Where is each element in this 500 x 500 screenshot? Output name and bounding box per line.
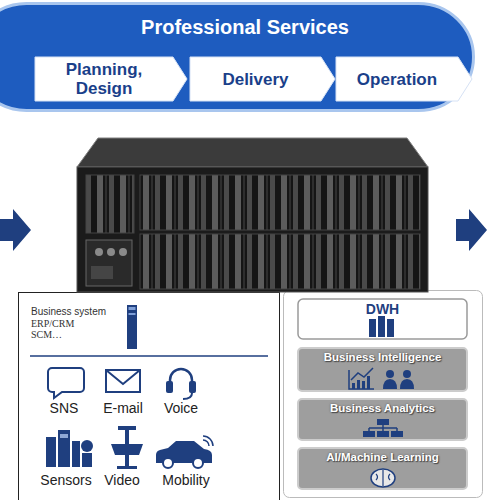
source-label: SNS: [34, 400, 94, 416]
box-label: Business Analytics: [297, 401, 468, 415]
flow-arrow: [0, 209, 31, 251]
box-shape: [298, 299, 467, 339]
band-title: Professional Services: [45, 15, 445, 39]
drive-bays: [140, 234, 420, 289]
brain-icon: [371, 469, 395, 487]
car-wheel: [193, 458, 203, 468]
sensor-icon: [72, 441, 80, 467]
server-icon-detail: [129, 307, 136, 310]
hierarchy-icon: [391, 431, 403, 437]
box-shape: [298, 399, 467, 440]
car-wheel: [163, 458, 173, 468]
analytics-box: AI/Machine Learning: [297, 447, 468, 490]
headset-mic: [183, 393, 192, 399]
panel-button: [107, 248, 115, 256]
person-icon: [386, 370, 394, 378]
mail-icon: [106, 370, 140, 392]
drive-bays: [86, 175, 134, 233]
server-top: [77, 138, 428, 167]
chart-trend: [351, 368, 373, 380]
sensor-icon-detail: [60, 434, 68, 438]
hierarchy-lines: [369, 425, 397, 431]
chart-bar: [352, 383, 355, 389]
camera-icon: [118, 426, 136, 430]
sensor-icon: [81, 440, 93, 452]
panel-button: [119, 248, 127, 256]
dwh-icon: [387, 319, 394, 337]
chart-bar: [357, 380, 360, 389]
source-label: Video: [92, 472, 152, 488]
headset-ear: [189, 381, 196, 393]
phase-label: Planning, Design: [39, 57, 169, 101]
phase-label: Operation: [340, 57, 454, 101]
sensor-icon: [46, 437, 56, 467]
brain-folds: [376, 470, 390, 486]
mail-icon-flap: [106, 370, 140, 384]
drive-bays: [140, 175, 420, 230]
panel-shape: [284, 291, 483, 498]
headset-ear: [166, 381, 173, 393]
service-band: Professional ServicesPlanning, Design Del…: [0, 2, 475, 112]
box-label: AI/Machine Learning: [297, 450, 468, 464]
hierarchy-icon: [363, 431, 375, 437]
box-shape: [298, 348, 467, 391]
chart-axes: [349, 370, 374, 389]
source-icons: [30, 305, 268, 469]
phase-arrow: Planning, Design: [35, 57, 187, 101]
source-label: E-mail: [88, 400, 158, 416]
source-label: Mobility: [146, 472, 226, 488]
server-icon-detail: [129, 313, 136, 315]
dwh-icon: [369, 319, 376, 337]
phase-arrow: Delivery: [190, 57, 335, 101]
car-icon: [156, 441, 212, 463]
source-label: Sensors: [26, 472, 106, 488]
sensor-icon: [58, 430, 70, 467]
headset-icon: [170, 369, 192, 386]
server-icon: [127, 305, 137, 349]
hierarchy-icon: [377, 419, 389, 425]
phase-shape: [190, 57, 335, 101]
analytics-box: Business Intelligence: [297, 347, 468, 392]
divider-line: [30, 355, 268, 357]
camera-icon: [117, 466, 137, 469]
sensor-icon: [82, 453, 92, 467]
band-shape: [0, 4, 474, 111]
person-icon: [403, 370, 411, 378]
source-label: Voice: [151, 400, 211, 416]
sns-icon: [48, 368, 84, 398]
analytics-icons: [349, 316, 414, 487]
person-icon: [400, 379, 414, 389]
camera-icon: [125, 455, 129, 467]
panel-shape: [19, 293, 280, 500]
camera-icon: [125, 430, 129, 444]
dwh-box: DWH: [297, 298, 468, 340]
server-illustration: [77, 138, 428, 292]
box-label: DWH: [297, 301, 468, 317]
phase-label: Delivery: [194, 57, 317, 101]
chart-bar: [367, 376, 370, 389]
source-label: Business system: [31, 306, 131, 317]
source-label: ERP/CRM SCM…: [31, 318, 81, 340]
person-icon: [383, 379, 397, 389]
chart-bar: [362, 381, 365, 389]
camera-icon: [111, 444, 143, 455]
panel-display: [91, 266, 113, 279]
flow-arrow: [456, 209, 487, 251]
box-label: Business Intelligence: [297, 350, 468, 364]
source-panel: Business systemERP/CRM SCM… SNSE-mailVoic…: [18, 292, 280, 500]
server-front: [77, 167, 428, 292]
phase-arrow: Operation: [336, 57, 472, 101]
panel-button: [95, 248, 103, 256]
analytics-panel: DWH Business IntelligenceBusiness Analyti…: [283, 290, 483, 498]
hierarchy-icon: [377, 431, 389, 437]
phase-shape: [336, 57, 472, 101]
control-panel: [86, 240, 132, 286]
phase-shape: [35, 57, 187, 101]
dwh-icon: [378, 316, 385, 337]
analytics-box: Business Analytics: [297, 398, 468, 441]
signal-waves: [203, 436, 213, 446]
box-shape: [298, 448, 467, 489]
